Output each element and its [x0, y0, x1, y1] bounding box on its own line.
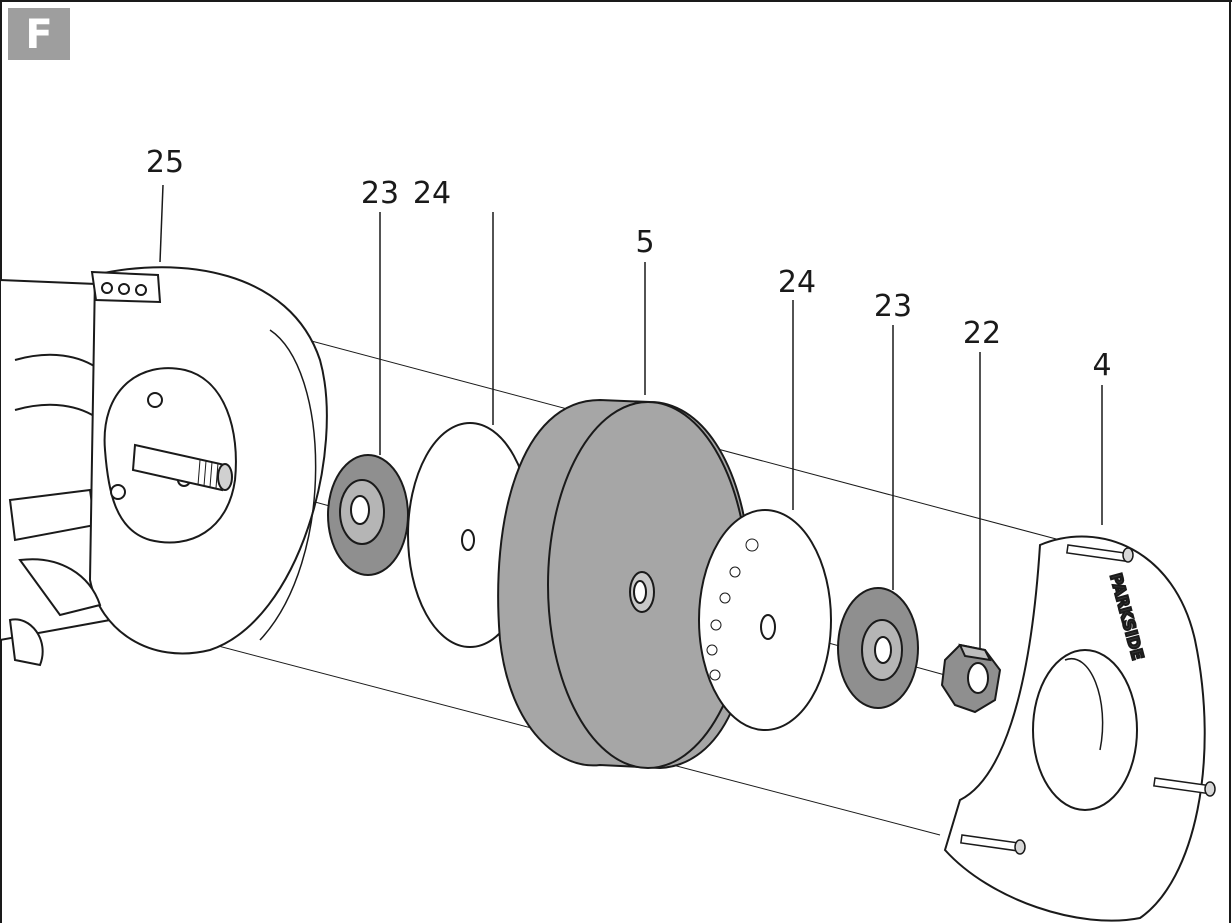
label-4: 4: [1092, 348, 1111, 383]
screw-bottom: [960, 834, 1026, 855]
blotter-symbols: [706, 538, 759, 681]
blotter-symbol-3: [719, 592, 731, 604]
label-5: 5: [635, 225, 654, 260]
blotter-symbol-1: [745, 538, 759, 552]
label-22: 22: [963, 316, 1001, 351]
label-23-left: 23: [361, 176, 399, 211]
nut-bore: [967, 662, 989, 694]
flange-left-bore: [350, 495, 370, 525]
figure-letter: F: [25, 12, 52, 58]
screw-top: [1066, 544, 1134, 563]
shaft-thread-end: [217, 463, 233, 491]
blotter-left-hole: [461, 529, 475, 551]
front-guard-inner-edge: [1064, 657, 1104, 751]
front-guard-opening: [1032, 649, 1138, 811]
blotter-symbol-6: [709, 669, 721, 681]
guard-screws: [960, 544, 1216, 855]
part-labels: 25 23 24 5 24 23 22 4: [146, 145, 1112, 383]
figure-badge-background: [8, 8, 70, 60]
label-25: 25: [146, 145, 184, 180]
shaft-thread: [197, 459, 219, 489]
wheel-bore: [633, 580, 647, 604]
rear-wheel-guard: [8, 266, 328, 667]
blotter-symbol-5: [706, 644, 718, 656]
tab-hole-2: [118, 283, 130, 295]
mount-screw-2: [110, 484, 126, 500]
flange-left: [327, 454, 409, 576]
hex-nut: [940, 643, 1002, 714]
blotter-symbol-4: [710, 619, 722, 631]
rear-guard-rim: [259, 329, 317, 641]
mount-screw-1: [147, 392, 163, 408]
base-foot: [8, 618, 44, 667]
guide-line-bottom: [99, 614, 941, 836]
label-24-right: 24: [778, 265, 816, 300]
blotter-right: [698, 509, 832, 731]
rear-guard-foot: [18, 558, 102, 617]
label-24-left: 24: [413, 176, 451, 211]
nut-top-face: [958, 643, 992, 662]
flange-right: [837, 587, 919, 709]
blotter-symbol-2: [729, 566, 741, 578]
screw-right: [1153, 777, 1216, 797]
leader-25: [159, 184, 164, 263]
front-wheel-guard: PARKSIDE: [943, 535, 1206, 922]
leader-lines: [159, 184, 1103, 650]
figure-badge: F: [8, 8, 70, 60]
tab-hole-3: [135, 284, 147, 296]
flange-right-bore: [874, 636, 892, 664]
tab-hole-1: [101, 282, 113, 294]
label-23-right: 23: [874, 289, 912, 324]
blotter-right-hole: [760, 614, 776, 640]
grinding-wheel: [497, 398, 753, 770]
